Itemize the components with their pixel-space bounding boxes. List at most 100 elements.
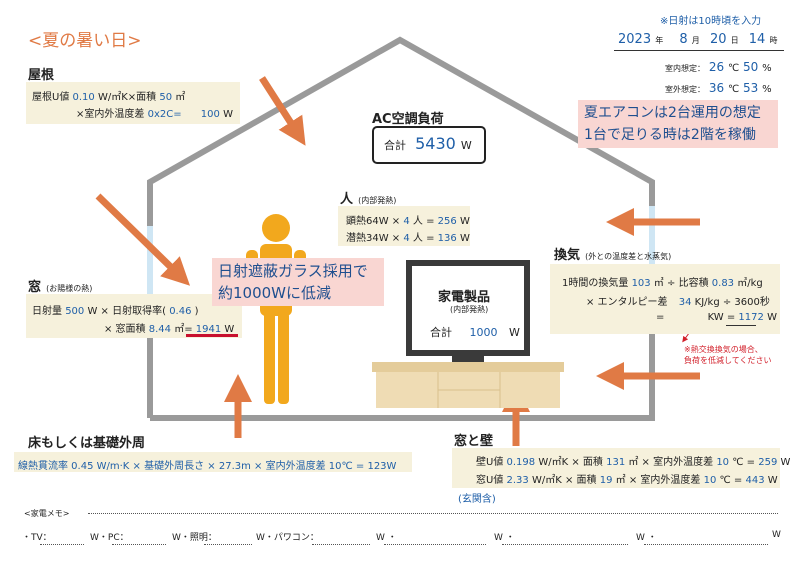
roof-uvalue: 0.10 — [72, 92, 95, 103]
window-area: 8.44 — [148, 324, 172, 335]
glass-c: ㎡ × 室内外温度差 — [615, 475, 701, 486]
floor-box — [14, 452, 412, 472]
memo-item-pc: W・PC： — [90, 533, 129, 543]
page-title: <夏の暑い日> — [28, 31, 142, 51]
window-l1c: ) — [194, 306, 199, 317]
people-r2-count: 4 — [403, 233, 410, 244]
appliance-total-label: 合計 — [430, 326, 452, 339]
window-total-underline — [186, 334, 238, 337]
month-unit: 月 — [691, 36, 700, 45]
wall-b: W/㎡K × 面積 — [538, 457, 603, 468]
glass-e: W — [767, 475, 778, 486]
glass-note: 日射遮蔽ガラス採用で 約1000Wに低減 — [212, 258, 384, 306]
wall-box — [452, 448, 780, 488]
vent-heading-sub: (外との温度差と水蒸気) — [585, 252, 672, 261]
hour-unit: 時 — [769, 36, 778, 45]
vent-l2b: KJ/kg ÷ 3600秒 — [694, 297, 770, 308]
memo-field-light[interactable] — [204, 544, 252, 545]
year-value: 2023 — [618, 32, 652, 47]
vent-enthalpy: 34 — [678, 297, 692, 308]
memo-field-pc[interactable] — [112, 544, 166, 545]
people-heading-main: 人 — [340, 192, 354, 207]
roof-l1b: W/㎡K×面積 — [97, 92, 157, 103]
outdoor-label: 室外想定： — [665, 85, 705, 94]
people-r2-total: 136 — [437, 233, 457, 244]
wall-total: 259 — [758, 457, 778, 468]
ac-total-unit: W — [460, 139, 472, 152]
vent-note-line1: ※熱交換換気の場合、 — [684, 345, 763, 354]
vent-l3c: W — [767, 312, 777, 323]
people-r1-total: 256 — [437, 216, 457, 227]
window-heading: 窓 (お陽様の熱) — [28, 276, 92, 295]
wall-e: W — [780, 457, 791, 468]
memo-field-blank3[interactable] — [644, 544, 768, 545]
indoor-temp: 26 — [708, 60, 725, 74]
glass-area: 19 — [599, 475, 613, 486]
roof-l2a: ×室内外温度差 — [76, 109, 145, 120]
vent-total-underline — [726, 325, 756, 326]
appliance-heading: 家電製品 — [438, 290, 491, 305]
indoor-label: 室内想定： — [665, 64, 705, 73]
people-r1u: W — [459, 216, 470, 227]
people-r1b: 人 = — [412, 216, 435, 227]
appliance-sub: (内部発熱) — [450, 305, 489, 314]
glass-label: 窓U値 — [476, 475, 504, 486]
ac-total-value: 5430 — [415, 134, 456, 153]
glass-total: 443 — [745, 475, 765, 486]
people-r1-count: 4 — [403, 216, 410, 227]
window-arrow — [95, 193, 191, 286]
memo-field-powercon[interactable] — [312, 544, 370, 545]
window-l2c: W — [224, 324, 235, 335]
wall-area: 131 — [606, 457, 626, 468]
floor-l1a: 線熱貫流率 0.45 W/m·K — [18, 461, 130, 472]
indoor-row: 室内想定： 26 ℃ 50 % — [665, 60, 772, 74]
people-heading-sub: (内部発熱) — [358, 196, 397, 205]
floor-heading: 床もしくは基礎外周 — [28, 436, 146, 451]
outdoor-temp-unit: ℃ — [727, 84, 740, 95]
roof-arrow — [259, 76, 306, 146]
floor-line: 線熱貫流率 0.45 W/m·K × 基礎外周長さ × 27.3m × 室内外温… — [18, 457, 396, 472]
vent-total: 1172 — [738, 312, 764, 323]
memo-item-tv: ・TV： — [22, 533, 52, 543]
vent-l1b: ㎥ ÷ 比容積 — [653, 278, 709, 289]
outdoor-hum-unit: % — [762, 84, 772, 95]
glass-uvalue: 2.33 — [506, 475, 529, 486]
wall-note: (玄関含) — [458, 494, 496, 505]
month-value: 8 — [679, 32, 688, 47]
memo-row: ・TV： W・PC： W・照明： W・パワコン： W ・ W ・ W ・ W — [22, 530, 782, 546]
vent-l1a: 1時間の換気量 — [562, 278, 629, 289]
memo-field-tv[interactable] — [40, 544, 84, 545]
appliance-total-value: 1000 — [469, 326, 498, 339]
appliance-total-unit: W — [509, 326, 520, 339]
wall-d: ℃ = — [732, 457, 756, 468]
aircon-note: 夏エアコンは2台運用の想定 1台で足りる時は2階を稼働 — [578, 100, 778, 148]
vent-note: ※熱交換換気の場合、 負荷を低減してください — [684, 344, 772, 366]
day-unit: 日 — [730, 36, 739, 45]
year-unit: 年 — [655, 36, 664, 45]
indoor-temp-unit: ℃ — [727, 63, 740, 74]
window-l1a: 日射量 — [32, 306, 62, 317]
roof-tempdiff: 0x2C= — [147, 109, 182, 120]
indoor-hum-unit: % — [762, 63, 772, 74]
day-value: 20 — [709, 32, 727, 47]
people-row2: 潜熱34W × 4 人 = 136 W — [346, 229, 470, 244]
glass-row: 窓U値 2.33 W/㎡K × 面積 19 ㎡ × 室内外温度差 10 ℃ = … — [476, 471, 778, 486]
memo-heading: <家電メモ> — [24, 509, 70, 518]
people-r2u: W — [459, 233, 470, 244]
memo-field-blank2[interactable] — [502, 544, 628, 545]
ac-label: AC空調負荷 — [372, 112, 444, 127]
ac-box — [372, 126, 486, 164]
outdoor-row: 室外想定： 36 ℃ 53 % — [665, 81, 772, 95]
roof-line2: ×室内外温度差 0x2C= 100 W — [76, 105, 233, 120]
memo-field-blank1[interactable] — [384, 544, 486, 545]
wall-label: 壁U値 — [476, 457, 504, 468]
wall-row: 壁U値 0.198 W/㎡K × 面積 131 ㎡ × 室内外温度差 10 ℃ … — [476, 453, 790, 468]
memo-item-end: W — [772, 530, 781, 540]
roof-area: 50 — [159, 92, 173, 103]
glass-note-line1: 日射遮蔽ガラス採用で — [218, 262, 368, 280]
glass-note-line2: 約1000Wに低減 — [218, 284, 332, 302]
aircon-note-line2: 1台で足りる時は2階を稼働 — [584, 127, 756, 143]
hour-value: 14 — [748, 32, 766, 47]
aircon-note-line1: 夏エアコンは2台運用の想定 — [584, 105, 761, 121]
